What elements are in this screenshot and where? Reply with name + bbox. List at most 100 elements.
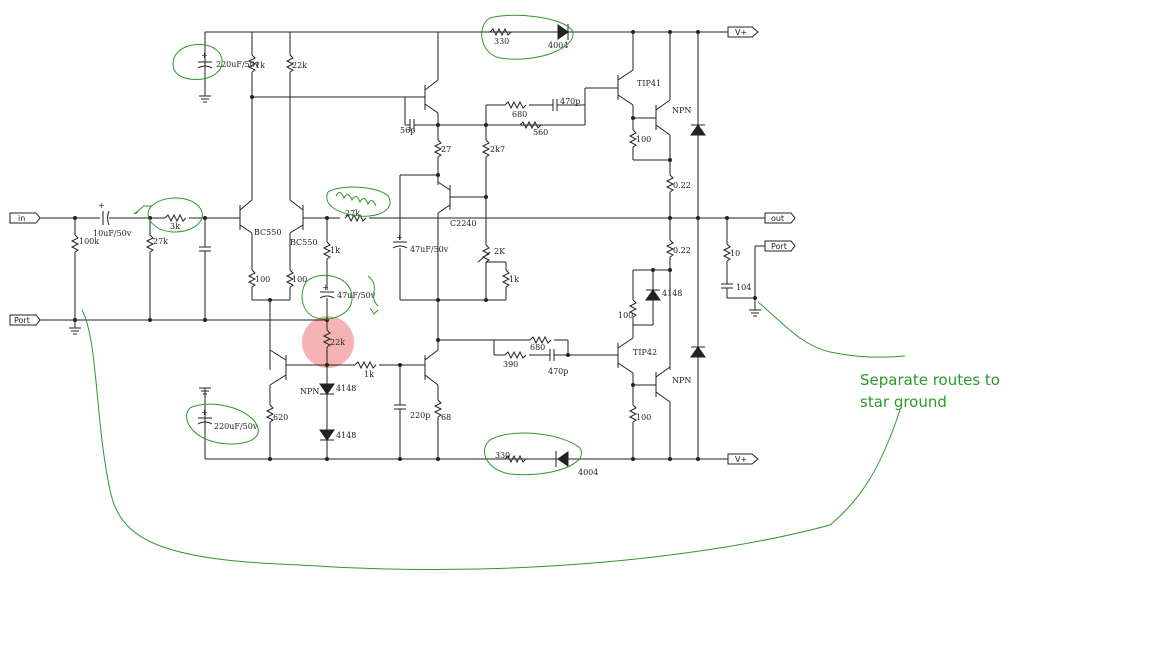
resistor-1k-feedback: 1k — [322, 218, 340, 290]
transistor-npn-bottom: NPN — [655, 366, 691, 459]
svg-text:620: 620 — [273, 413, 288, 422]
svg-text:56p: 56p — [400, 126, 415, 135]
svg-text:220p: 220p — [410, 411, 430, 420]
transistor-bc550-left: BC550 — [239, 199, 281, 270]
svg-text:560: 560 — [533, 128, 548, 137]
svg-text:1k: 1k — [330, 246, 340, 255]
svg-text:NPN: NPN — [672, 376, 691, 385]
resistor-100-diff-right: 100 — [285, 269, 307, 300]
svg-text:22k: 22k — [330, 338, 345, 347]
cap-104: 104 — [721, 283, 755, 299]
cap-input-filter — [199, 218, 211, 320]
svg-text:3k: 3k — [170, 222, 180, 231]
transistor-bc550-right: BC550 — [289, 199, 340, 270]
resistor-1k-top: 1k — [247, 32, 265, 200]
svg-text:0.22: 0.22 — [673, 246, 691, 255]
resistor-100-out-bottom: 100 — [628, 404, 651, 459]
svg-text:4004: 4004 — [578, 468, 598, 477]
svg-text:TIP41: TIP41 — [637, 79, 661, 88]
svg-text:10uF/50v: 10uF/50v — [93, 229, 132, 238]
svg-text:27: 27 — [441, 145, 451, 154]
svg-text:680: 680 — [530, 343, 545, 352]
resistor-27k-feedback: 27k — [344, 209, 670, 223]
resistor-22k-bottom: 22k — [322, 329, 345, 365]
cap-220p: 220p — [394, 365, 430, 459]
resistor-27k-in: 27k — [145, 218, 168, 320]
svg-text:390: 390 — [503, 360, 518, 369]
svg-text:+: + — [322, 283, 329, 292]
ground-symbol-left — [69, 320, 81, 335]
diode-flyback-bottom — [690, 218, 706, 459]
cap-supply-top: + 220uF/50v — [197, 51, 260, 103]
svg-text:4148: 4148 — [336, 384, 356, 393]
svg-text:47uF/50v: 47uF/50v — [337, 291, 376, 300]
svg-text:27k: 27k — [345, 209, 360, 218]
diode-4148-a: 4148 — [319, 365, 356, 430]
svg-text:2k7: 2k7 — [490, 145, 505, 154]
svg-text:470p: 470p — [548, 367, 568, 376]
highlight-22k — [302, 316, 354, 368]
annotation-text-line1: Separate routes to — [860, 371, 1000, 389]
svg-text:68: 68 — [441, 413, 451, 422]
svg-text:BC550: BC550 — [290, 238, 317, 247]
svg-text:+: + — [201, 51, 208, 60]
transistor-c2240: C2240 — [437, 175, 486, 340]
svg-text:in: in — [18, 214, 25, 223]
network-bottom-feedback: 680 390 470p — [493, 335, 618, 376]
resistor-1k-bottom: 1k — [354, 360, 425, 379]
port-right[interactable]: Port — [764, 240, 796, 252]
svg-text:C2240: C2240 — [450, 219, 476, 228]
svg-text:BC550: BC550 — [254, 228, 281, 237]
svg-text:220uF/50v: 220uF/50v — [214, 422, 258, 431]
transistor-npn-source: NPN — [269, 349, 319, 405]
diode-4148-bias: 4148 — [633, 270, 682, 326]
svg-text:1k: 1k — [364, 370, 374, 379]
resistor-330-top: 330 — [489, 27, 512, 46]
svg-text:V+: V+ — [735, 28, 747, 37]
diode-4004-bottom: 4004 — [555, 451, 598, 477]
svg-text:10: 10 — [730, 249, 740, 258]
transistor-tip42: TIP42 — [617, 325, 657, 405]
port-vplus-top[interactable]: V+ — [727, 26, 759, 38]
resistor-620: 620 — [265, 404, 288, 459]
svg-text:470p: 470p — [560, 97, 580, 106]
port-left[interactable]: Port — [9, 314, 41, 326]
transistor-tip41: TIP41 — [617, 32, 661, 130]
transistor-npn-top: NPN — [655, 32, 691, 175]
resistor-27: 27 — [433, 139, 451, 175]
resistor-330-bottom: 330 — [495, 451, 527, 464]
transistor-vas — [424, 340, 439, 400]
cap-input-10uf: + 10uF/50v — [93, 201, 165, 238]
cap-47uf-mid: + 47uF/50v — [392, 233, 506, 301]
port-vplus-bottom[interactable]: V+ — [727, 453, 759, 465]
svg-text:100k: 100k — [79, 237, 99, 246]
svg-text:4148: 4148 — [662, 289, 682, 298]
cap-supply-bottom: + 220uF/50v — [197, 387, 258, 459]
svg-text:100: 100 — [292, 275, 307, 284]
port-in[interactable]: in — [9, 212, 41, 224]
resistor-100-bias: 100 — [618, 270, 638, 325]
svg-text:47uF/50v: 47uF/50v — [410, 245, 449, 254]
svg-text:27k: 27k — [153, 237, 168, 246]
svg-text:104: 104 — [736, 283, 751, 292]
svg-text:0.22: 0.22 — [673, 181, 691, 190]
cap-47uf-feedback: + 47uF/50v — [319, 283, 376, 320]
svg-text:680: 680 — [512, 110, 527, 119]
svg-text:NPN: NPN — [672, 106, 691, 115]
svg-text:1k: 1k — [509, 275, 519, 284]
svg-text:1k: 1k — [255, 61, 265, 70]
svg-text:NPN: NPN — [300, 387, 319, 396]
pot-2k: 2K — [477, 244, 506, 300]
ground-symbol-right — [749, 309, 761, 317]
negative-rail — [204, 388, 728, 460]
svg-text:out: out — [771, 214, 784, 223]
svg-text:+: + — [201, 408, 208, 417]
resistor-3k: 3k — [164, 213, 240, 231]
resistor-2k7: 2k7 — [481, 125, 505, 245]
diode-flyback-top — [690, 32, 706, 218]
svg-text:TIP42: TIP42 — [633, 348, 657, 357]
resistor-100k: 100k — [70, 218, 99, 320]
resistor-022-top: 0.22 — [665, 174, 691, 218]
port-out[interactable]: out — [764, 212, 796, 224]
